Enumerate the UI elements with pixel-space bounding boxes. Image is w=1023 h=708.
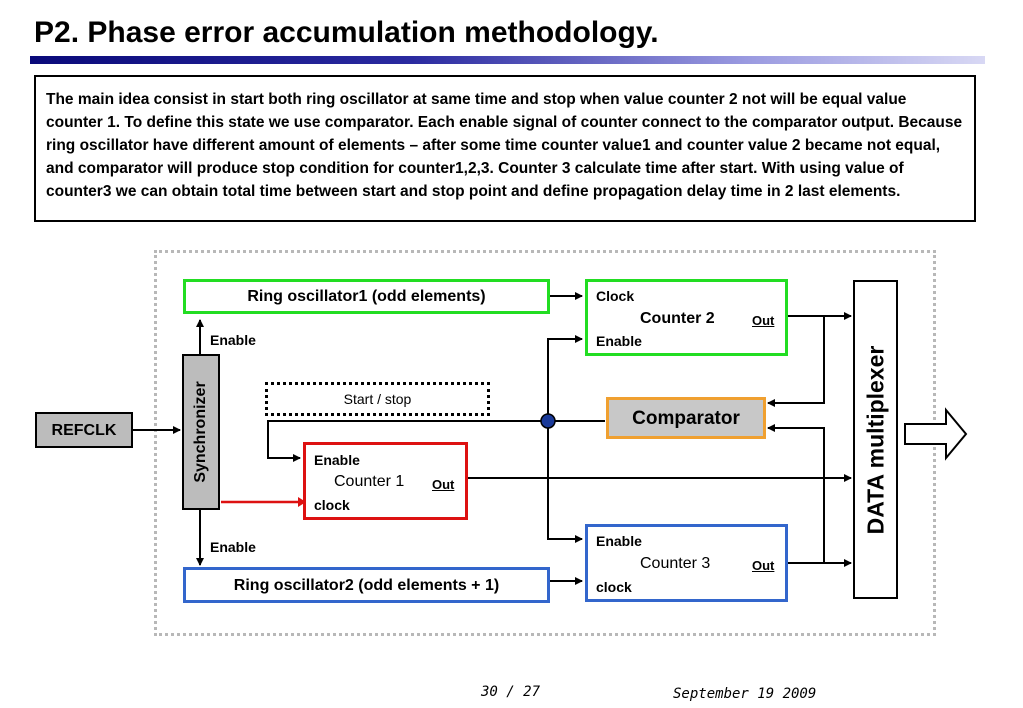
counter-3-enable-label: Enable [596,533,642,549]
synchronizer-block: Synchronizer [182,354,220,510]
counter-3-clock-label: clock [596,579,632,595]
description-box: The main idea consist in start both ring… [34,75,976,222]
footer-date: September 19 2009 [673,686,817,702]
comparator-label: Comparator [632,408,740,429]
start-stop-box: Start / stop [265,382,490,416]
comparator-block: Comparator [606,397,766,439]
counter-1-name: Counter 1 [334,473,405,490]
data-multiplexer-label: DATA multiplexer [862,345,888,534]
counter-2-out-label: Out [752,313,775,328]
data-multiplexer-block: DATA multiplexer [853,280,898,599]
counter-1-out-label: Out [432,477,455,492]
counter-1-clock-label: clock [314,497,350,513]
counter-1-block: Enable Counter 1 Out clock [303,442,468,520]
page-number: 30 / 27 [481,684,541,700]
counter-3-name: Counter 3 [640,555,711,572]
title-rule [30,56,985,64]
counter-2-enable-label: Enable [596,333,642,349]
ring-oscillator-2-label: Ring oscillator2 (odd elements + 1) [233,577,500,594]
enable-bottom-label: Enable [210,539,256,555]
counter-2-name: Counter 2 [640,310,715,327]
page-title: P2. Phase error accumulation methodology… [34,16,659,49]
start-stop-label: Start / stop [343,391,412,407]
counter-2-clock-label: Clock [596,288,635,304]
counter-3-block: Enable Counter 3 Out clock [585,524,788,602]
refclk-block: REFCLK [35,412,133,448]
counter-3-out-label: Out [752,558,775,573]
synchronizer-label: Synchronizer [192,381,209,483]
ring-oscillator-1-label: Ring oscillator1 (odd elements) [247,288,486,305]
refclk-label: REFCLK [51,422,117,439]
counter-2-block: Clock Counter 2 Out Enable [585,279,788,356]
ring-oscillator-2: Ring oscillator2 (odd elements + 1) [183,567,550,603]
counter-1-enable-label: Enable [314,452,360,468]
ring-oscillator-1: Ring oscillator1 (odd elements) [183,279,550,314]
enable-top-label: Enable [210,332,256,348]
